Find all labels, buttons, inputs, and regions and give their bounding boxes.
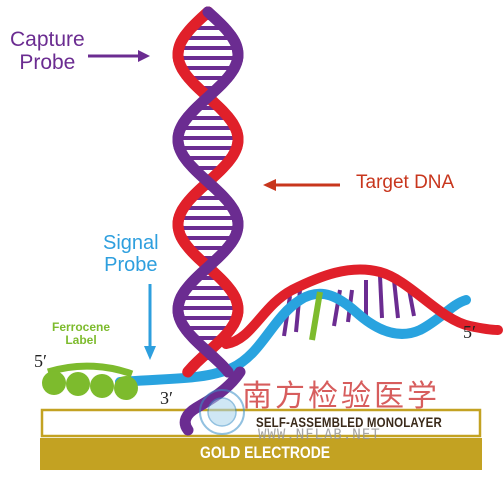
capture-probe-anchor	[179, 366, 246, 436]
target-dna-label: Target DNA	[356, 172, 455, 193]
capture-probe-strand	[172, 6, 244, 378]
signal-probe-label: Signal Probe	[103, 232, 159, 276]
capture-probe-label: Capture Probe	[10, 28, 85, 75]
self-assembled-monolayer	[40, 408, 482, 438]
watermark-chinese-text: 南方检验医学	[242, 379, 440, 414]
ferrocene-linker	[46, 362, 134, 378]
ferrocene-ball-2	[66, 372, 90, 396]
ferrocene-ball-4	[114, 376, 138, 400]
mismatch-base-pair	[309, 291, 323, 341]
target-dna-tail	[221, 264, 503, 349]
right-arrow-icon	[88, 50, 150, 62]
gold-electrode	[40, 438, 482, 470]
five-prime-right-label: 5′	[463, 322, 476, 342]
three-prime-label: 3′	[160, 388, 173, 408]
signal-probe-strand	[115, 288, 471, 387]
ferrocene-ball-3	[90, 374, 114, 398]
monolayer-label: SELF-ASSEMBLED MONOLAYER	[256, 414, 442, 430]
watermark-seal-icon	[199, 389, 245, 435]
base-pair-rung	[392, 279, 400, 319]
five-prime-left-label: 5′	[34, 351, 47, 371]
target-dna-strand	[172, 6, 244, 378]
down-arrow-icon	[144, 284, 156, 360]
base-pair-rung	[378, 275, 384, 319]
left-arrow-icon	[263, 179, 340, 191]
ferrocene-label-group	[42, 362, 138, 400]
ferrocene-ball-1	[42, 371, 66, 395]
watermark-url: WWW.NFLAB.NET	[258, 427, 381, 443]
gold-electrode-label: GOLD ELECTRODE	[200, 443, 331, 462]
ferrocene-label: Ferrocene Label	[52, 320, 111, 348]
